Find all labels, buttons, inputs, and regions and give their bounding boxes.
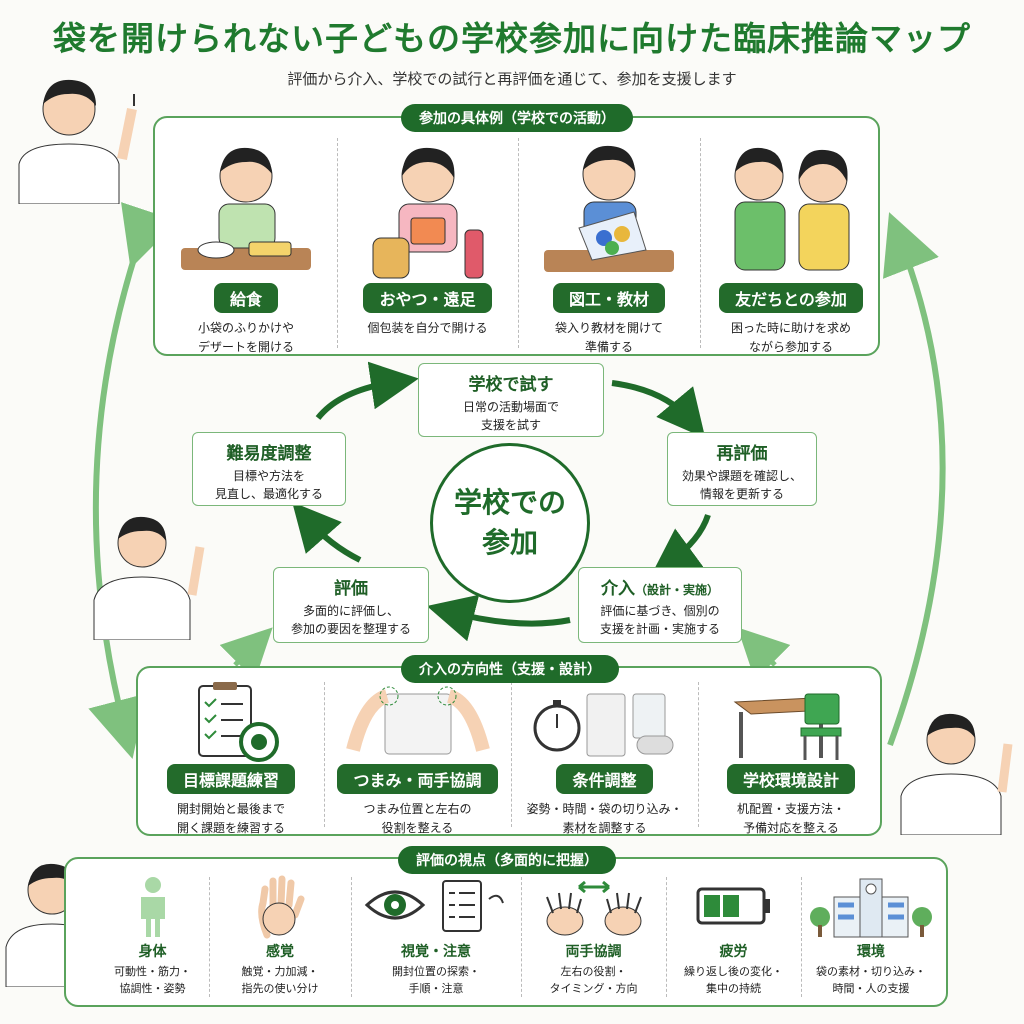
desk-chair-icon	[733, 693, 842, 760]
node-reevaluation: 再評価 効果や課題を確認し、 情報を更新する	[667, 432, 817, 506]
example-item: 図工・教材 袋入り教材を開けて 準備する	[518, 138, 700, 357]
example-label: 友だちとの参加	[719, 283, 863, 313]
node-desc: 効果や課題を確認し、 情報を更新する	[681, 469, 802, 501]
craft-scene-icon	[544, 145, 674, 272]
intervention-desc: つまみ位置と左右の 役割を整える	[363, 802, 472, 835]
evaluation-item: 視覚・注意 開封位置の探索・ 手順・注意	[351, 875, 521, 997]
example-label: おやつ・遠足	[363, 283, 492, 313]
examples-heading: 参加の具体例（学校での活動）	[401, 104, 633, 132]
intervention-desc: 机配置・支援方法・ 予備対応を整える	[736, 802, 845, 835]
teacher-figure-middle-left	[93, 516, 205, 640]
intervention-item: 目標課題練習 開封開始と最後まで 開く課題を練習する	[138, 680, 324, 838]
evaluation-desc: 左右の役割・ タイミング・方向	[549, 965, 638, 995]
intervention-item: 学校環境設計 机配置・支援方法・ 予備対応を整える	[698, 680, 884, 838]
evaluation-desc: 袋の素材・切り込み・ 時間・人の支援	[816, 965, 926, 995]
example-item: 給食 小袋のふりかけや デザートを開ける	[155, 138, 337, 357]
example-item: おやつ・遠足 個包装を自分で開ける	[337, 138, 518, 338]
node-desc: 目標や方法を 見直し、最適化する	[214, 469, 323, 501]
evaluation-item: 身体 可動性・筋力・ 協調性・姿勢	[96, 875, 209, 997]
evaluation-item: 環境 袋の素材・切り込み・ 時間・人の支援	[801, 875, 941, 997]
node-intervention: 介入（設計・実施） 評価に基づき、個別の 支援を計画・実施する	[578, 567, 742, 643]
node-evaluation: 評価 多面的に評価し、 参加の要因を整理する	[273, 567, 429, 643]
page-subtitle: 評価から介入、学校での試行と再評価を通じて、参加を支援します	[287, 70, 737, 88]
node-title: 介入	[600, 579, 635, 599]
center-participation: 学校での 参加	[430, 443, 590, 603]
two-hands-icon	[545, 880, 642, 936]
evaluation-label: 両手協調	[565, 944, 622, 960]
intervention-label: 目標課題練習	[166, 764, 295, 794]
teacher-figure-right	[900, 713, 1013, 835]
evaluation-label: 身体	[138, 944, 167, 960]
example-desc: 袋入り教材を開けて 準備する	[554, 321, 663, 354]
interventions-heading: 介入の方向性（支援・設計）	[401, 655, 619, 683]
evaluation-item: 両手協調 左右の役割・ タイミング・方向	[521, 875, 666, 997]
example-label: 給食	[213, 283, 278, 313]
node-title: 学校で試す	[468, 375, 554, 395]
node-title: 評価	[334, 579, 368, 599]
evaluation-desc: 触覚・力加減・ 指先の使い分け	[241, 965, 319, 995]
intervention-item: つまみ・両手協調 つまみ位置と左右の 役割を整える	[324, 680, 511, 838]
node-difficulty-adjustment: 難易度調整 目標や方法を 見直し、最適化する	[192, 432, 346, 506]
node-title: 再評価	[716, 444, 768, 464]
body-icon	[140, 877, 165, 937]
node-title: 難易度調整	[226, 444, 312, 464]
intervention-label: 条件調整	[556, 764, 653, 794]
evaluation-item: 疲労 繰り返し後の変化・ 集中の持続	[666, 875, 801, 997]
node-desc: 多面的に評価し、 参加の要因を整理する	[290, 604, 411, 636]
intervention-label: つまみ・両手協調	[337, 764, 498, 794]
node-desc: 日常の活動場面で 支援を試す	[462, 400, 559, 432]
eye-checklist-icon	[364, 880, 504, 932]
example-desc: 困った時に助けを求め ながら参加する	[730, 321, 851, 354]
evaluation-label: 環境	[857, 944, 885, 960]
intervention-desc: 姿勢・時間・袋の切り込み・ 素材を調整する	[526, 802, 683, 835]
interventions-panel: 目標課題練習 開封開始と最後まで 開く課題を練習する つまみ・両手協調 つまみ位…	[136, 666, 882, 836]
evaluation-desc: 開封位置の探索・ 手順・注意	[392, 965, 480, 995]
hand-icon	[258, 875, 305, 939]
evaluation-item: 感覚 触覚・力加減・ 指先の使い分け	[209, 875, 351, 997]
example-desc: 小袋のふりかけや デザートを開ける	[197, 321, 294, 354]
node-title-sub: （設計・実施）	[634, 583, 719, 597]
node-try-at-school: 学校で試す 日常の活動場面で 支援を試す	[418, 363, 604, 437]
intervention-desc: 開封開始と最後まで 開く課題を練習する	[176, 802, 285, 835]
examples-panel: 給食 小袋のふりかけや デザートを開ける おやつ・遠足 個包装を自分で開ける 図…	[153, 116, 880, 356]
snack-scene-icon	[372, 147, 483, 279]
evaluation-label: 疲労	[719, 944, 748, 960]
hands-pinching-bag-icon	[345, 686, 490, 755]
battery-icon	[696, 887, 770, 925]
clipboard-target-icon	[198, 682, 279, 762]
intervention-label: 学校環境設計	[726, 764, 855, 794]
evaluation-desc: 可動性・筋力・ 協調性・姿勢	[114, 965, 191, 995]
evaluation-panel: 身体 可動性・筋力・ 協調性・姿勢 感覚 触覚・力加減・ 指先の使い分け 視覚・…	[64, 857, 948, 1007]
example-desc: 個包装を自分で開ける	[367, 321, 488, 335]
lunch-scene-icon	[181, 147, 311, 270]
evaluation-label: 視覚・注意	[401, 944, 471, 960]
teacher-figure-top-left	[18, 79, 137, 204]
timer-bags-icon	[533, 693, 673, 757]
evaluation-heading: 評価の視点（多面的に把握）	[398, 846, 616, 874]
page-title: 袋を開けられない子どもの学校参加に向けた臨床推論マップ	[53, 19, 971, 58]
intervention-item: 条件調整 姿勢・時間・袋の切り込み・ 素材を調整する	[511, 680, 698, 838]
evaluation-desc: 繰り返し後の変化・ 集中の持続	[684, 965, 783, 995]
example-label: 図工・教材	[552, 283, 665, 313]
friends-scene-icon	[734, 147, 850, 271]
example-item: 友だちとの参加 困った時に助けを求め ながら参加する	[700, 138, 882, 357]
node-desc: 評価に基づき、個別の 支援を計画・実施する	[599, 604, 720, 636]
school-building-icon	[810, 878, 932, 938]
evaluation-label: 感覚	[266, 944, 294, 960]
